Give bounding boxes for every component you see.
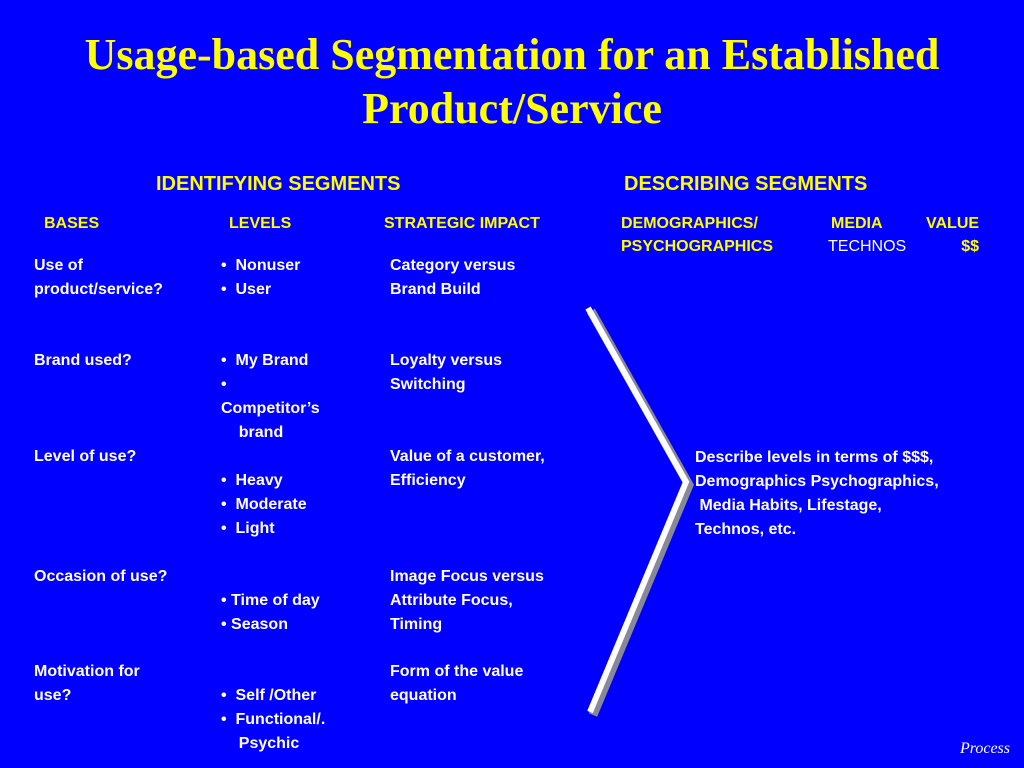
bracket-line bbox=[585, 306, 690, 714]
row-levels: • Self /Other • Functional/. Psychic bbox=[221, 687, 326, 752]
section-identifying: IDENTIFYING SEGMENTS bbox=[156, 173, 401, 195]
header-media: MEDIA bbox=[831, 215, 883, 232]
row-impact: Category versus Brand Build bbox=[390, 257, 516, 298]
header-demographics: DEMOGRAPHICS/ PSYCHOGRAPHICS bbox=[621, 215, 774, 255]
row-impact: Form of the value equation bbox=[390, 663, 524, 704]
row-base: Motivation for use? bbox=[34, 663, 140, 704]
row-impact: Image Focus versus Attribute Focus, Timi… bbox=[390, 568, 544, 633]
footer-process-link[interactable]: Process bbox=[959, 740, 1010, 757]
header-levels: LEVELS bbox=[229, 215, 292, 232]
row-base: Use of product/service? bbox=[34, 257, 163, 298]
header-strategic-impact: STRATEGIC IMPACT bbox=[384, 215, 540, 232]
row-levels: • Heavy • Moderate • Light bbox=[221, 472, 307, 537]
row-levels: • Time of day • Season bbox=[221, 592, 320, 633]
header-value: VALUE $$ bbox=[926, 215, 980, 255]
row-impact: Value of a customer, Efficiency bbox=[390, 448, 545, 489]
section-describing: DESCRIBING SEGMENTS bbox=[624, 173, 868, 195]
row-levels: • My Brand • Competitor’s brand bbox=[221, 352, 320, 441]
row-base: Occasion of use? bbox=[34, 568, 168, 585]
row-base: Level of use? bbox=[34, 448, 137, 465]
header-bases: BASES bbox=[44, 215, 100, 232]
row-levels: • Nonuser • User bbox=[221, 257, 301, 298]
row-base: Brand used? bbox=[34, 352, 132, 369]
description-text: Describe levels in terms of $$$, Demogra… bbox=[695, 449, 939, 538]
row-impact: Loyalty versus Switching bbox=[390, 352, 503, 393]
slide-title: Usage-based Segmentation for an Establis… bbox=[84, 30, 940, 133]
header-technos: TECHNOS bbox=[828, 238, 907, 255]
